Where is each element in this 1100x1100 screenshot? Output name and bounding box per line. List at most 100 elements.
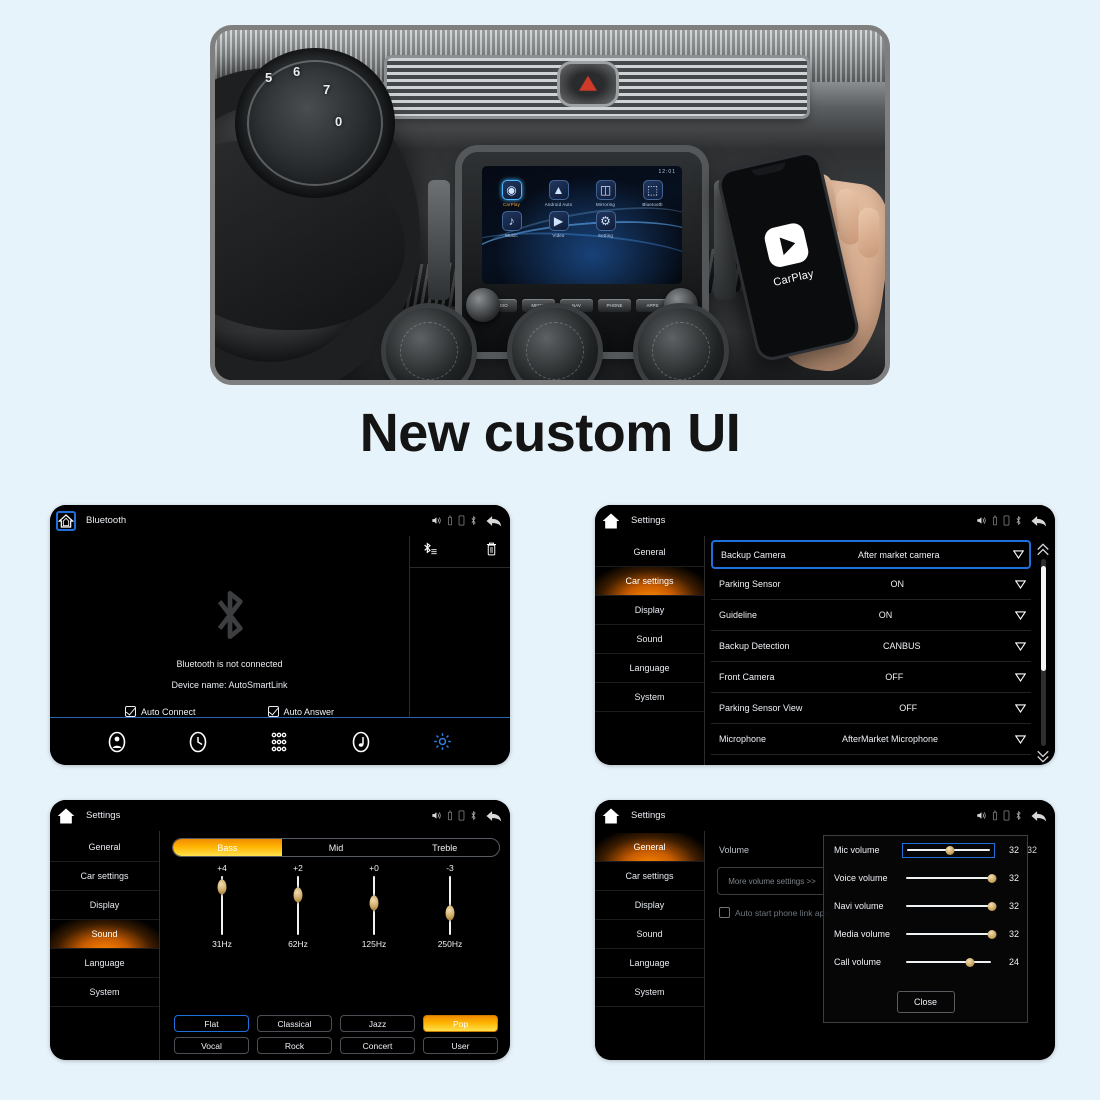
- hard-button-nav[interactable]: NAV: [560, 299, 593, 312]
- table-row[interactable]: Parking Sensor ON: [711, 569, 1031, 600]
- chevron-down-icon[interactable]: [1014, 579, 1027, 589]
- tab-treble[interactable]: Treble: [432, 842, 458, 853]
- sidebar-item-car-settings[interactable]: Car settings: [595, 567, 704, 596]
- table-row[interactable]: Backup Detection CANBUS: [711, 631, 1031, 662]
- volume-row-media[interactable]: Media volume 32: [824, 920, 1027, 948]
- bluetooth-list-icon[interactable]: [422, 541, 438, 562]
- eq-slider-track[interactable]: [293, 876, 303, 935]
- home-icon[interactable]: [601, 511, 621, 531]
- sidebar-item-sound[interactable]: Sound: [595, 920, 704, 949]
- head-unit-app-video[interactable]: ▶ Video: [538, 211, 579, 238]
- auto-answer-checkbox[interactable]: Auto Answer: [267, 706, 334, 717]
- sidebar-item-system[interactable]: System: [50, 978, 159, 1007]
- back-arrow-icon[interactable]: [485, 809, 502, 823]
- preset-user[interactable]: User: [423, 1037, 498, 1054]
- chevron-down-icon[interactable]: [1012, 550, 1025, 559]
- head-unit-app-android-auto[interactable]: ▲ Android Auto: [538, 180, 579, 207]
- scrollbar-thumb[interactable]: [1040, 566, 1046, 672]
- tab-bass[interactable]: Bass: [173, 839, 282, 856]
- sidebar-item-general[interactable]: General: [595, 538, 704, 567]
- auto-start-phone-link-checkbox[interactable]: Auto start phone link app: [719, 907, 829, 918]
- preset-classical[interactable]: Classical: [257, 1015, 332, 1032]
- slider-navi[interactable]: [902, 899, 997, 913]
- slider-voice[interactable]: [902, 871, 997, 885]
- slider-thumb[interactable]: [965, 957, 975, 967]
- chevron-double-down-icon[interactable]: [1036, 749, 1050, 763]
- volume-row-navi[interactable]: Navi volume 32: [824, 892, 1027, 920]
- home-icon[interactable]: [601, 806, 621, 826]
- back-arrow-icon[interactable]: [1030, 809, 1047, 823]
- sidebar-item-system[interactable]: System: [595, 978, 704, 1007]
- contacts-icon[interactable]: [107, 730, 127, 754]
- head-unit-app-bluetooth[interactable]: ⬚ Bluetooth: [632, 180, 673, 207]
- sidebar-item-language[interactable]: Language: [595, 949, 704, 978]
- tab-mid[interactable]: Mid: [328, 842, 344, 853]
- home-icon[interactable]: [56, 510, 76, 531]
- sidebar-item-system[interactable]: System: [595, 683, 704, 712]
- power-volume-knob[interactable]: [466, 288, 500, 322]
- preset-concert[interactable]: Concert: [340, 1037, 415, 1054]
- dialpad-icon[interactable]: [269, 731, 289, 753]
- head-unit-app-music[interactable]: ♪ Music: [491, 211, 532, 238]
- home-icon[interactable]: [56, 806, 76, 826]
- eq-slider-track[interactable]: [445, 876, 455, 935]
- table-row[interactable]: Front Camera OFF: [711, 662, 1031, 693]
- preset-rock[interactable]: Rock: [257, 1037, 332, 1054]
- eq-slider-track[interactable]: [217, 876, 227, 935]
- chevron-down-icon[interactable]: [1014, 734, 1027, 744]
- chevron-double-up-icon[interactable]: [1036, 542, 1050, 556]
- preset-jazz[interactable]: Jazz: [340, 1015, 415, 1032]
- slider-thumb[interactable]: [987, 901, 997, 911]
- call-history-icon[interactable]: [188, 730, 208, 754]
- sidebar-item-car-settings[interactable]: Car settings: [50, 862, 159, 891]
- back-arrow-icon[interactable]: [1030, 514, 1047, 528]
- chevron-down-icon[interactable]: [1014, 703, 1027, 713]
- chevron-down-icon[interactable]: [1014, 672, 1027, 682]
- sidebar-item-sound[interactable]: Sound: [595, 625, 704, 654]
- head-unit-app-setting[interactable]: ⚙ Setting: [585, 211, 626, 238]
- slider-media[interactable]: [902, 927, 997, 941]
- eq-slider-thumb[interactable]: [217, 879, 227, 895]
- scrollbar-track[interactable]: [1040, 559, 1046, 746]
- sidebar-item-language[interactable]: Language: [595, 654, 704, 683]
- volume-row-call[interactable]: Call volume 24: [824, 948, 1027, 976]
- table-row[interactable]: Backup Camera After market camera: [711, 540, 1031, 569]
- sidebar-item-display[interactable]: Display: [50, 891, 159, 920]
- eq-slider-thumb[interactable]: [445, 905, 455, 921]
- settings-gear-icon[interactable]: [432, 731, 453, 752]
- volume-row-mic[interactable]: Mic volume 32: [824, 836, 1027, 864]
- sidebar-item-language[interactable]: Language: [50, 949, 159, 978]
- auto-connect-checkbox[interactable]: Auto Connect: [124, 706, 196, 717]
- hard-button-phone[interactable]: PHONE: [598, 299, 631, 312]
- preset-pop[interactable]: Pop: [423, 1015, 498, 1032]
- head-unit-app-carplay[interactable]: ◉ CarPlay: [491, 180, 532, 207]
- preset-vocal[interactable]: Vocal: [174, 1037, 249, 1054]
- sidebar-item-general[interactable]: General: [595, 833, 704, 862]
- sidebar-item-general[interactable]: General: [50, 833, 159, 862]
- volume-row-voice[interactable]: Voice volume 32: [824, 864, 1027, 892]
- preset-flat[interactable]: Flat: [174, 1015, 249, 1032]
- chevron-down-icon[interactable]: [1014, 610, 1027, 620]
- table-row[interactable]: Parking Sensor View OFF: [711, 693, 1031, 724]
- hard-button-apps[interactable]: APPS: [636, 299, 669, 312]
- slider-thumb[interactable]: [945, 845, 955, 855]
- eq-slider-thumb[interactable]: [293, 887, 303, 903]
- slider-mic[interactable]: [902, 842, 995, 858]
- slider-thumb[interactable]: [987, 873, 997, 883]
- chevron-down-icon[interactable]: [1014, 641, 1027, 651]
- sidebar-item-car-settings[interactable]: Car settings: [595, 862, 704, 891]
- eq-slider-track[interactable]: [369, 876, 379, 935]
- back-arrow-icon[interactable]: [485, 514, 502, 528]
- sidebar-item-display[interactable]: Display: [595, 891, 704, 920]
- trash-icon[interactable]: [485, 541, 498, 562]
- table-row[interactable]: Guideline ON: [711, 600, 1031, 631]
- slider-thumb[interactable]: [987, 929, 997, 939]
- music-note-icon[interactable]: [351, 730, 371, 754]
- more-volume-settings-button[interactable]: More volume settings >>: [717, 867, 827, 895]
- settings-scrollbar[interactable]: [1031, 540, 1055, 765]
- table-row[interactable]: Microphone AfterMarket Microphone: [711, 724, 1031, 755]
- slider-call[interactable]: [902, 955, 995, 969]
- close-button[interactable]: Close: [896, 991, 955, 1013]
- sidebar-item-display[interactable]: Display: [595, 596, 704, 625]
- head-unit-app-mirroring[interactable]: ◫ Mirroring: [585, 180, 626, 207]
